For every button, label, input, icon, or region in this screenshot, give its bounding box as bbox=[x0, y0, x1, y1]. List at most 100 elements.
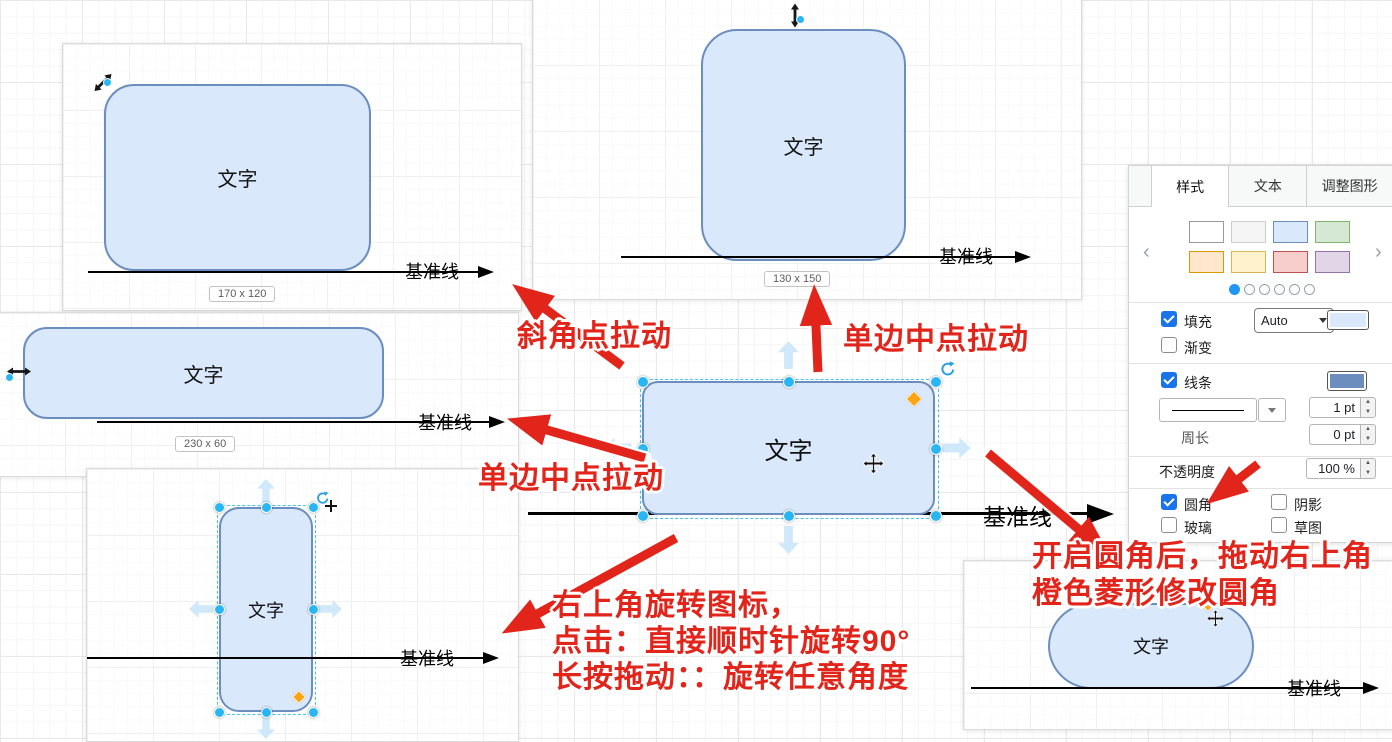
baseline-label: 基准线 bbox=[405, 262, 459, 282]
rotate-icon[interactable] bbox=[315, 491, 329, 505]
style-swatch[interactable] bbox=[1273, 251, 1308, 273]
selected-rounded-rect-shape[interactable]: 文字 bbox=[642, 381, 935, 515]
swatch-page-dot[interactable] bbox=[1274, 284, 1285, 295]
stepper-up-icon[interactable]: ▲ bbox=[1365, 399, 1371, 406]
style-swatch[interactable] bbox=[1231, 221, 1266, 243]
baseline bbox=[97, 421, 489, 423]
gradient-checkbox[interactable] bbox=[1161, 337, 1177, 353]
style-swatch[interactable] bbox=[1315, 221, 1350, 243]
baseline-arrowhead bbox=[489, 416, 505, 428]
resize-handle-nw[interactable] bbox=[214, 502, 225, 513]
resize-handle-se[interactable] bbox=[930, 510, 942, 522]
resize-handle-n[interactable] bbox=[783, 376, 795, 388]
stepper-down-icon[interactable]: ▼ bbox=[1365, 469, 1371, 476]
resize-handle-e[interactable] bbox=[930, 443, 942, 455]
shape-text: 文字 bbox=[1133, 637, 1169, 657]
baseline bbox=[621, 256, 1015, 258]
resize-handle-sw[interactable] bbox=[214, 707, 225, 718]
edge-handle-dot[interactable] bbox=[796, 15, 805, 24]
line-color-button[interactable] bbox=[1327, 371, 1367, 391]
edge-handle-dot[interactable] bbox=[5, 373, 14, 382]
resize-handle-n[interactable] bbox=[261, 502, 272, 513]
resize-handle-se[interactable] bbox=[308, 707, 319, 718]
rounded-rect-shape[interactable]: 文字 bbox=[23, 327, 384, 419]
corner-handle-dot[interactable] bbox=[103, 78, 112, 87]
rounded-rect-shape-rotated[interactable]: 文字 bbox=[219, 507, 313, 712]
clone-arrow-up[interactable] bbox=[778, 341, 799, 369]
swatch-page-dot[interactable] bbox=[1259, 284, 1270, 295]
swatch-next-icon[interactable]: › bbox=[1375, 241, 1382, 263]
panel-edge-mid-drag-left-example: 文字 基准线 230 x 60 bbox=[0, 312, 519, 477]
clone-arrow-down[interactable] bbox=[778, 526, 799, 554]
stepper-down-icon[interactable]: ▼ bbox=[1365, 408, 1371, 415]
stepper-up-icon[interactable]: ▲ bbox=[1365, 426, 1371, 433]
style-swatch[interactable] bbox=[1189, 251, 1224, 273]
tab-arrange[interactable]: 调整图形 bbox=[1306, 166, 1392, 206]
swatch-page-dot[interactable] bbox=[1289, 284, 1300, 295]
note-corner-drag: 斜角点拉动 bbox=[517, 320, 672, 353]
swatch-page-dot[interactable] bbox=[1304, 284, 1315, 295]
stepper-down-icon[interactable]: ▼ bbox=[1365, 435, 1371, 442]
fill-mode-select[interactable]: Auto bbox=[1254, 308, 1334, 333]
stepper-up-icon[interactable]: ▲ bbox=[1365, 460, 1371, 467]
line-checkbox[interactable] bbox=[1161, 372, 1177, 388]
resize-handle-s[interactable] bbox=[261, 707, 272, 718]
tab-text[interactable]: 文本 bbox=[1228, 166, 1306, 206]
swatch-page-dot[interactable] bbox=[1244, 284, 1255, 295]
swatch-page-dot[interactable] bbox=[1229, 284, 1240, 295]
move-cursor-icon bbox=[1206, 609, 1225, 628]
fill-color-button[interactable] bbox=[1327, 310, 1369, 330]
swatch-prev-icon[interactable]: ‹ bbox=[1143, 241, 1150, 263]
resize-handle-sw[interactable] bbox=[637, 510, 649, 522]
fill-checkbox[interactable] bbox=[1161, 311, 1177, 327]
opacity-stepper[interactable]: 100 % ▲ ▼ bbox=[1306, 458, 1376, 479]
rounded-checkbox[interactable] bbox=[1161, 494, 1177, 510]
resize-handle-ne[interactable] bbox=[930, 376, 942, 388]
shadow-checkbox[interactable] bbox=[1271, 494, 1287, 510]
rounded-rect-shape[interactable]: 文字 bbox=[104, 84, 371, 271]
rotate-icon[interactable] bbox=[939, 361, 955, 377]
baseline-arrowhead bbox=[1363, 682, 1379, 694]
style-swatch[interactable] bbox=[1189, 221, 1224, 243]
style-swatch[interactable] bbox=[1315, 251, 1350, 273]
glass-checkbox[interactable] bbox=[1161, 517, 1177, 533]
fill-label: 填充 bbox=[1184, 314, 1212, 330]
panel-corner-drag-example: 文字 基准线 170 x 120 bbox=[62, 43, 522, 311]
note-rounded-line2: 橙色菱形修改圆角 bbox=[1032, 577, 1280, 610]
resize-handle-w[interactable] bbox=[214, 604, 225, 615]
opacity-value: 100 % bbox=[1306, 458, 1361, 479]
baseline-arrowhead bbox=[1087, 504, 1114, 524]
line-style-select[interactable] bbox=[1159, 398, 1257, 422]
tab-style[interactable]: 样式 bbox=[1150, 166, 1229, 207]
resize-handle-e[interactable] bbox=[308, 604, 319, 615]
glass-label: 玻璃 bbox=[1184, 520, 1212, 536]
opacity-label: 不透明度 bbox=[1159, 464, 1215, 480]
resize-handle-nw[interactable] bbox=[637, 376, 649, 388]
clone-arrow-down[interactable] bbox=[257, 715, 275, 739]
style-swatch[interactable] bbox=[1231, 251, 1266, 273]
plus-cursor-icon bbox=[325, 500, 337, 512]
style-swatch[interactable] bbox=[1273, 221, 1308, 243]
line-width-stepper[interactable]: 1 pt ▲▼ bbox=[1309, 397, 1376, 418]
line-style-preview bbox=[1172, 409, 1244, 411]
perimeter-stepper[interactable]: 0 pt ▲▼ bbox=[1309, 424, 1376, 445]
panel-rotate-example: 文字 基准线 bbox=[86, 468, 519, 742]
perimeter-label: 周长 bbox=[1181, 430, 1209, 446]
horizontal-resize-cursor-icon bbox=[7, 367, 31, 376]
clone-arrow-right[interactable] bbox=[318, 600, 342, 618]
rounded-rect-shape[interactable]: 文字 bbox=[701, 29, 906, 261]
clone-arrow-right[interactable] bbox=[943, 438, 971, 459]
baseline-arrowhead bbox=[1015, 251, 1031, 263]
fill-mode-value: Auto bbox=[1261, 313, 1288, 328]
sketch-checkbox[interactable] bbox=[1271, 517, 1287, 533]
resize-handle-s[interactable] bbox=[783, 510, 795, 522]
baseline-arrowhead bbox=[478, 266, 494, 278]
line-style-caret-button[interactable] bbox=[1258, 398, 1286, 422]
chevron-down-icon bbox=[1268, 407, 1276, 413]
clone-arrow-left[interactable] bbox=[189, 600, 213, 618]
resize-handle-ne[interactable] bbox=[308, 502, 319, 513]
shape-text: 文字 bbox=[783, 136, 824, 159]
baseline bbox=[88, 271, 478, 273]
clone-arrow-up[interactable] bbox=[257, 479, 275, 503]
